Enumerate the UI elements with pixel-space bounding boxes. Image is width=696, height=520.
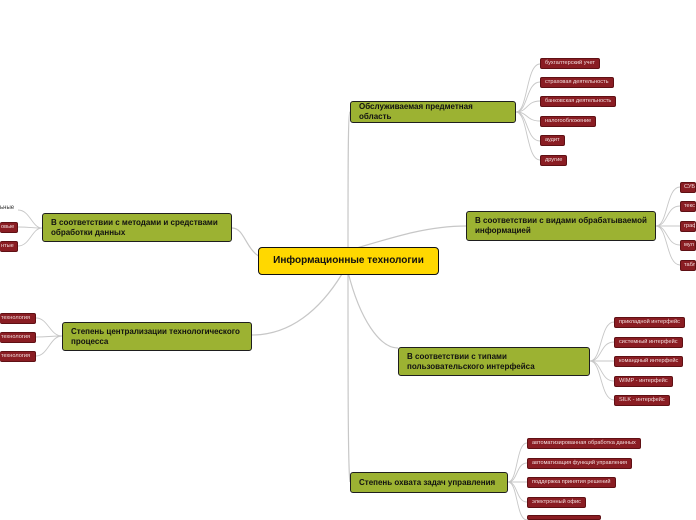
branch-centralization-label: Степень централизации технологического п…: [71, 326, 240, 346]
leaf-coverage-2[interactable]: поддержка принятия решений: [527, 477, 616, 488]
connector-data-types: [349, 225, 467, 251]
connector-centralization: [251, 273, 343, 336]
branch-centralization[interactable]: Степень централизации технологического п…: [62, 322, 252, 351]
branch-methods[interactable]: В соответствии с методами и средствами о…: [42, 213, 232, 242]
leaf-coverage-0[interactable]: автоматизированная обработка данных: [527, 438, 641, 449]
connector-coverage: [347, 274, 351, 483]
branch-interface[interactable]: В соответствии с типами пользовательског…: [398, 347, 590, 376]
leaf-interface-0[interactable]: прикладной интерфейс: [614, 317, 685, 328]
leaf-centralization-1[interactable]: технология: [0, 332, 36, 343]
leaf-subject-1[interactable]: страховая деятельность: [540, 77, 614, 88]
branch-data-types[interactable]: В соответствии с видами обрабатываемой и…: [466, 211, 656, 241]
leaf-methods-1[interactable]: овые: [0, 222, 18, 233]
leaf-interface-2[interactable]: командный интерфейс: [614, 356, 684, 367]
leaf-centralization-0[interactable]: технология: [0, 313, 36, 324]
connector-subject: [347, 111, 351, 249]
branch-subject-area-label: Обслуживаемая предметная область: [359, 102, 473, 121]
leaf-coverage-1[interactable]: автоматизация функций управления: [527, 458, 633, 469]
leaf-methods-2[interactable]: нтые: [0, 241, 18, 252]
leaf-methods-0[interactable]: ьные: [0, 205, 15, 211]
leaf-coverage-3[interactable]: электронный офис: [527, 497, 586, 508]
leaf-subject-4[interactable]: аудит: [540, 135, 565, 146]
connector-interface: [347, 271, 399, 349]
leaf-coverage-4[interactable]: [527, 515, 601, 520]
leaf-centralization-2[interactable]: технология: [0, 351, 36, 362]
leaf-subject-0[interactable]: бухгалтерский учет: [540, 58, 600, 69]
leaf-data-types-3[interactable]: мул: [680, 240, 696, 251]
leaf-interface-1[interactable]: системный интерфейс: [614, 337, 683, 348]
branch-subject-area[interactable]: Обслуживаемая предметная область: [350, 101, 516, 123]
central-topic-label: Информационные технологии: [273, 255, 424, 266]
branch-coverage[interactable]: Степень охвата задач управления: [350, 472, 508, 493]
leaf-interface-3[interactable]: WIMP - интерфейс: [614, 376, 673, 387]
branch-interface-label: В соответствии с типами пользовательског…: [407, 351, 535, 371]
leaf-subject-3[interactable]: налогообложение: [540, 116, 597, 127]
leaf-data-types-1[interactable]: текс: [680, 201, 696, 212]
branch-coverage-label: Степень охвата задач управления: [359, 477, 496, 487]
branch-methods-label: В соответствии с методами и средствами о…: [51, 217, 218, 237]
leaf-subject-5[interactable]: другие: [540, 155, 568, 166]
leaf-interface-4[interactable]: SILK - интерфейс: [614, 395, 670, 406]
leaf-subject-2[interactable]: банковская деятельность: [540, 96, 617, 107]
leaf-data-types-0[interactable]: СУБД: [680, 182, 696, 193]
leaf-data-types-4[interactable]: табл: [680, 260, 696, 271]
leaf-data-types-2[interactable]: граф: [680, 221, 696, 232]
branch-data-types-label: В соответствии с видами обрабатываемой и…: [475, 216, 647, 235]
central-topic[interactable]: Информационные технологии: [258, 247, 439, 275]
